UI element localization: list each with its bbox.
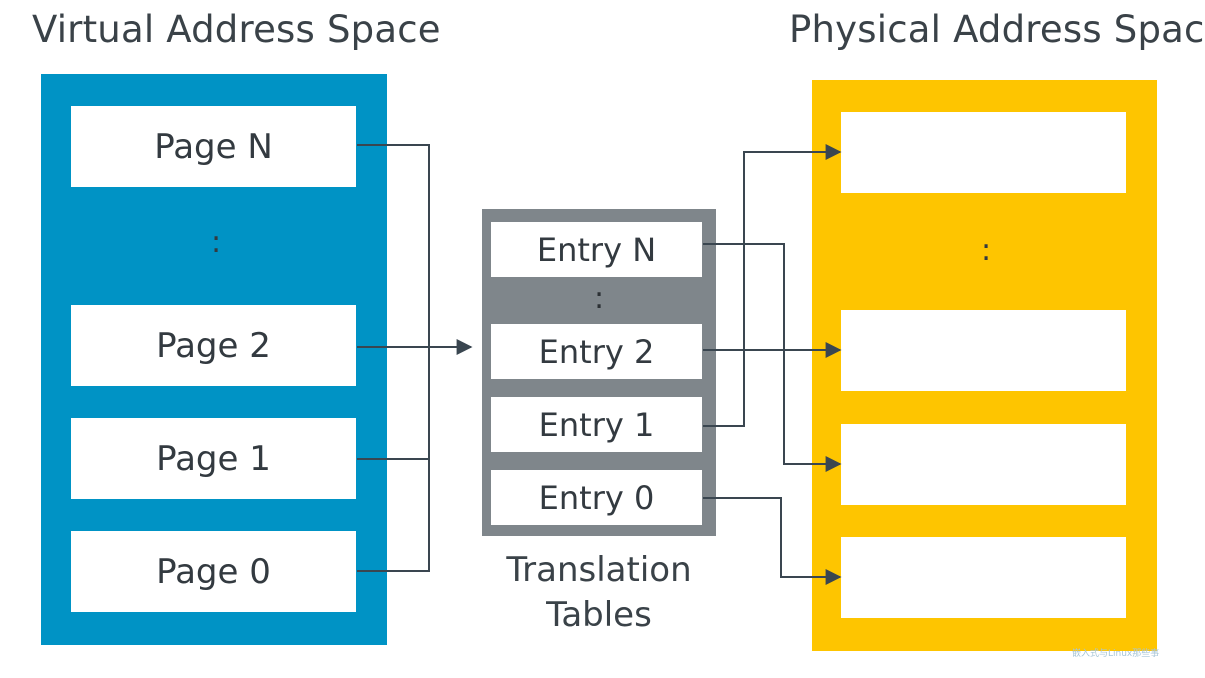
physical-address-space-title: Physical Address Space [789,8,1205,51]
translation-entries-ellipsis: : [594,281,605,316]
entry-1-box: Entry 1 [491,397,702,452]
page-2-box: Page 2 [71,305,356,386]
entry-n-box: Entry N [491,222,702,277]
physical-frames-ellipsis: : [981,233,992,268]
physical-frame-4 [841,537,1126,618]
physical-frame-2 [841,310,1126,391]
page-1-box: Page 1 [71,418,356,499]
entry-2-box: Entry 2 [491,324,702,379]
page-n-box: Page N [71,106,356,187]
virtual-pages-ellipsis: : [211,225,222,260]
virtual-address-space-title: Virtual Address Space [32,8,441,51]
page-0-box: Page 0 [71,531,356,612]
physical-frame-top [841,112,1126,193]
entry-0-box: Entry 0 [491,470,702,525]
translation-tables-caption: Translation Tables [506,550,692,635]
watermark-text: 嵌入式与Linux那些事 [1072,649,1160,659]
physical-frame-3 [841,424,1126,505]
